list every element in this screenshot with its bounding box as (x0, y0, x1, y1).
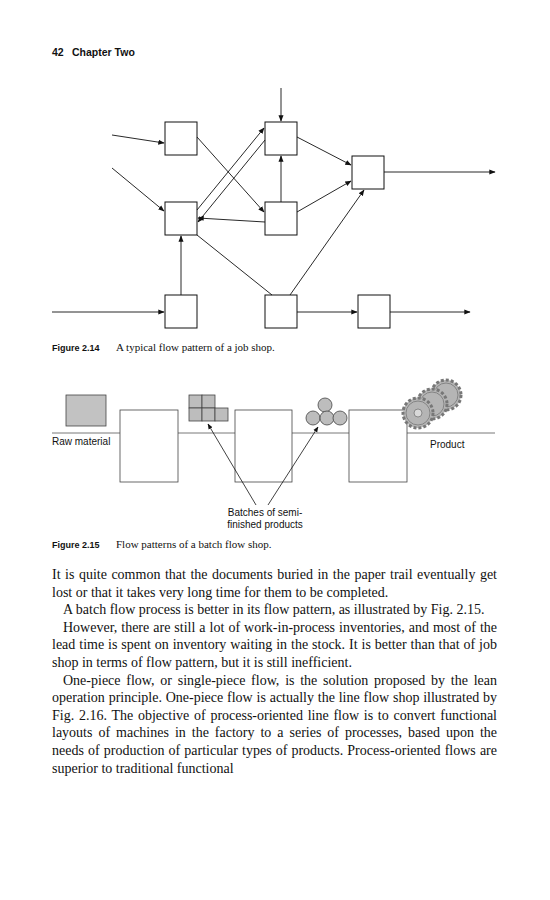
batch-flow-illustration (52, 380, 495, 505)
flow-line (197, 235, 272, 295)
product-gears (403, 380, 461, 428)
flow-arrow (297, 312, 357, 313)
batch-squares (189, 395, 228, 421)
flow-arrow (297, 137, 351, 165)
machine-box (165, 122, 197, 155)
batch-part (318, 398, 332, 412)
figure-number: Figure 2.15 (52, 540, 100, 551)
flow-arrow (390, 312, 470, 313)
page-number: 42 (52, 46, 64, 59)
flow-arrow (112, 168, 164, 211)
body-text: It is quite common that the documents bu… (52, 566, 497, 777)
machine-box (265, 295, 297, 328)
flow-arrow (290, 190, 364, 295)
flow-arrow (197, 137, 264, 212)
flow-label: Product (430, 439, 464, 451)
running-head: Chapter Two (72, 46, 135, 59)
gear (406, 401, 430, 425)
gear (403, 398, 433, 428)
callout-label: Batches of semi-finished products (216, 507, 314, 531)
leader-arrow (268, 427, 318, 505)
flow-arrow (384, 172, 495, 173)
batch-part (320, 411, 334, 425)
process-station (235, 410, 292, 482)
batch-part (189, 395, 202, 408)
body-paragraph: However, there are still a lot of work-i… (52, 619, 497, 672)
flow-arrow (197, 128, 264, 210)
flow-arrow (281, 156, 282, 202)
machine-box (358, 295, 390, 328)
machine-box (165, 295, 197, 328)
process-station (349, 410, 407, 482)
batch-part (202, 408, 215, 421)
batch-part (306, 411, 320, 425)
machine-box (165, 202, 197, 235)
batch-part (189, 408, 202, 421)
batch-part (215, 408, 228, 421)
flow-arrow (198, 218, 265, 222)
body-paragraph: It is quite common that the documents bu… (52, 566, 497, 601)
flow-arrow (198, 140, 265, 222)
raw-material-block (66, 395, 106, 426)
flow-arrow (52, 312, 164, 313)
process-station (120, 410, 178, 482)
machine-box (265, 122, 297, 155)
job-shop-flows (52, 88, 495, 312)
flow-arrow (297, 181, 351, 212)
batch-part (333, 411, 347, 425)
figure-caption: Flow patterns of a batch flow shop. (116, 538, 272, 551)
batch-circles (306, 398, 347, 425)
flow-label: Raw material (52, 436, 112, 448)
body-paragraph: One-piece flow, or single-piece flow, is… (52, 672, 497, 778)
machine-box (265, 202, 297, 235)
flow-arrow (181, 236, 182, 295)
job-shop-machines (165, 122, 390, 328)
figure-caption: A typical flow pattern of a job shop. (116, 341, 275, 354)
body-paragraph: A batch flow process is better in its fl… (52, 601, 497, 619)
gear-hub (414, 409, 422, 417)
batch-part (202, 395, 215, 408)
figure-number: Figure 2.14 (52, 343, 100, 354)
flow-arrow (281, 88, 282, 121)
flow-arrow (112, 135, 164, 143)
machine-box (352, 156, 384, 189)
leader-arrow (208, 424, 256, 505)
